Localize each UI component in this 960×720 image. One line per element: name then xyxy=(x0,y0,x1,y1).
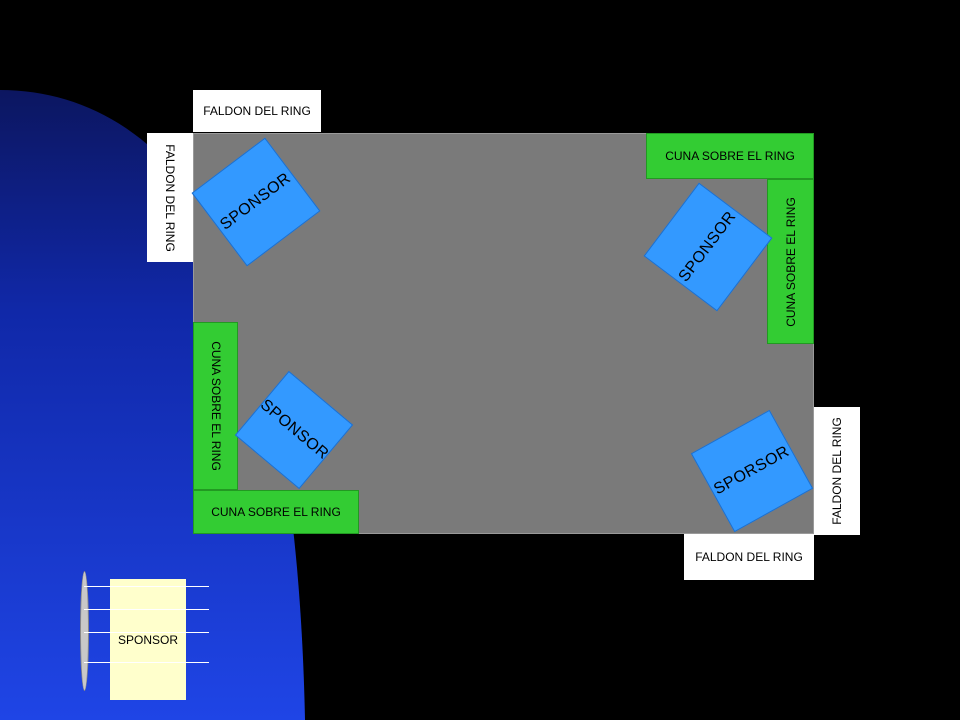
banner-rope-2 xyxy=(84,609,209,610)
corner-pad-top-right-horizontal: CUNA SOBRE EL RING xyxy=(646,133,814,179)
corner-pad-bottom-left-vertical-label: CUNA SOBRE EL RING xyxy=(208,341,223,471)
skirt-top: FALDON DEL RING xyxy=(193,90,321,132)
banner-rod xyxy=(80,571,89,691)
skirt-left-label: FALDON DEL RING xyxy=(163,143,178,252)
corner-pad-bottom-left-horizontal: CUNA SOBRE EL RING xyxy=(193,490,359,534)
blue-backdrop-curve xyxy=(0,90,305,720)
sponsor-banner: SPONSOR xyxy=(110,579,186,700)
skirt-left: FALDON DEL RING xyxy=(147,133,193,262)
sponsor-banner-label: SPONSOR xyxy=(117,632,178,647)
skirt-bottom: FALDON DEL RING xyxy=(684,534,814,580)
skirt-right: FALDON DEL RING xyxy=(814,407,860,535)
skirt-right-label: FALDON DEL RING xyxy=(830,417,845,525)
corner-pad-bottom-left-horizontal-label: CUNA SOBRE EL RING xyxy=(211,505,341,519)
skirt-top-label: FALDON DEL RING xyxy=(203,104,311,118)
sponsor-pad-bottom-left-label: SPONSOR xyxy=(256,396,332,463)
corner-pad-bottom-left-vertical: CUNA SOBRE EL RING xyxy=(193,322,238,490)
sponsor-pad-top-left-label: SPONSOR xyxy=(217,169,295,234)
corner-pad-top-right-vertical: CUNA SOBRE EL RING xyxy=(767,179,814,344)
corner-pad-top-right-vertical-label: CUNA SOBRE EL RING xyxy=(783,196,798,327)
sponsor-pad-bottom-right-label: SPORSOR xyxy=(711,442,793,499)
banner-rope-4 xyxy=(84,662,209,663)
sponsor-pad-top-right-label: SPONSOR xyxy=(675,208,740,286)
skirt-bottom-label: FALDON DEL RING xyxy=(695,550,803,564)
banner-rope-3 xyxy=(84,632,209,633)
corner-pad-top-right-horizontal-label: CUNA SOBRE EL RING xyxy=(665,149,795,163)
banner-rope-1 xyxy=(84,586,209,587)
